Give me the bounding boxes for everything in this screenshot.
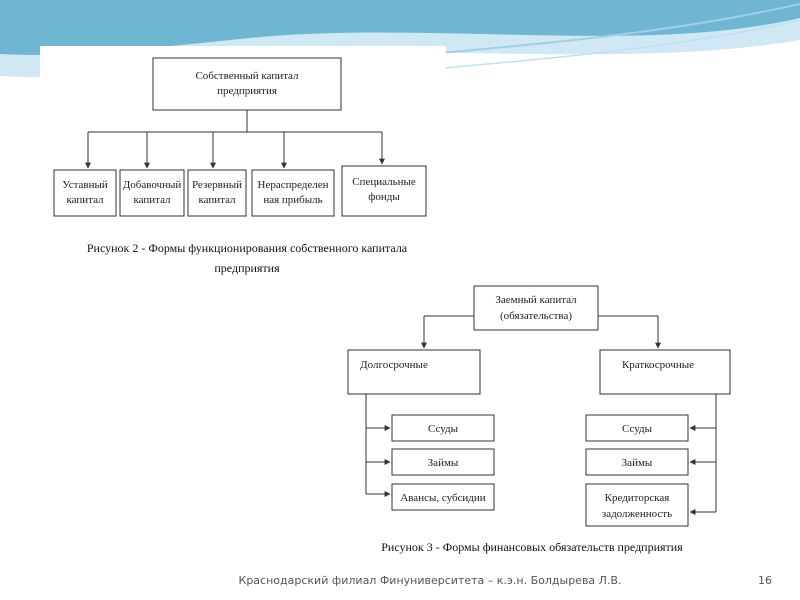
child-label-3a: Резервный — [192, 179, 242, 191]
right-item-box-1 — [585, 414, 689, 442]
child-box-2 — [119, 169, 185, 217]
borrowed-root-line1: Заемный капитал — [495, 294, 577, 306]
left-item-box-1 — [391, 414, 495, 442]
left-item-label-1: Ссуды — [428, 423, 459, 435]
borrowed-capital-diagram: Заемный капитал (обязательства) Долгосро… — [347, 285, 731, 554]
child-box-3 — [187, 169, 247, 217]
root-box — [152, 57, 342, 111]
borrowed-root-line2: (обязательства) — [500, 310, 572, 322]
long-term-box — [347, 349, 481, 395]
left-item-box-3 — [391, 483, 495, 511]
child-label-2b: капитал — [133, 194, 171, 206]
child-label-5a: Специальные — [352, 176, 416, 188]
page-number: 16 — [758, 574, 772, 587]
right-item-label-3b: задолженность — [602, 508, 672, 520]
right-item-label-1: Ссуды — [622, 423, 653, 435]
child-box-1 — [53, 169, 117, 217]
right-item-label-2: Займы — [622, 457, 653, 469]
figure2-caption-line1: Рисунок 2 - Формы функционирования собст… — [87, 241, 408, 255]
wave-line-2 — [419, 19, 800, 71]
wave-band-dark — [0, 0, 800, 55]
figure2-caption-line2: предприятия — [214, 261, 280, 275]
child-label-2a: Добавочный — [123, 179, 182, 191]
short-term-label: Краткосрочные — [622, 359, 694, 371]
short-term-box — [599, 349, 731, 395]
footer-author-text: Краснодарский филиал Финуниверситета – к… — [238, 574, 622, 587]
root-label-line2: предприятия — [217, 85, 277, 97]
right-item-box-2 — [585, 448, 689, 476]
child-label-5b: фонды — [368, 191, 400, 203]
child-label-1b: капитал — [66, 194, 104, 206]
child-label-4a: Нераспределен — [258, 179, 329, 191]
figure-own-capital: Собственный капитал предприятия Уставный… — [40, 46, 446, 290]
borrowed-root-box — [473, 285, 599, 331]
right-item-box-3 — [585, 483, 689, 527]
child-label-4b: ная прибыль — [263, 194, 322, 206]
left-item-label-2: Займы — [428, 457, 459, 469]
child-box-4 — [251, 169, 335, 217]
long-term-label: Долгосрочные — [360, 359, 428, 371]
child-box-5 — [341, 165, 427, 217]
child-label-1a: Уставный — [62, 179, 108, 191]
root-label-line1: Собственный капитал — [195, 70, 299, 82]
figure-borrowed-capital: Заемный капитал (обязательства) Долгосро… — [332, 268, 746, 562]
child-label-3b: капитал — [198, 194, 236, 206]
right-item-label-3a: Кредиторская — [605, 492, 670, 504]
left-item-box-2 — [391, 448, 495, 476]
own-capital-diagram: Собственный капитал предприятия Уставный… — [53, 57, 427, 275]
left-item-label-3: Авансы, субсидии — [400, 492, 485, 504]
figure3-caption: Рисунок 3 - Формы финансовых обязательст… — [381, 540, 683, 554]
